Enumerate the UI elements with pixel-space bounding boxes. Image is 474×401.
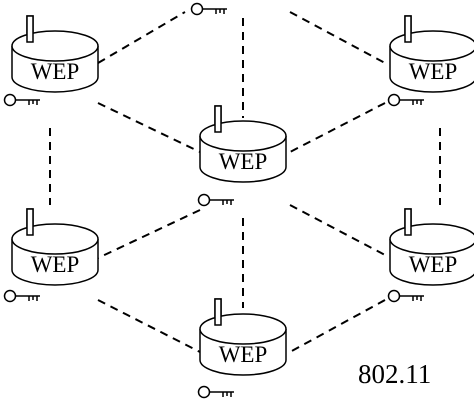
key-icon <box>197 385 235 399</box>
access-point-bottom: WEP <box>197 298 287 399</box>
antenna-icon <box>404 15 412 43</box>
protocol-caption: 802.11 <box>358 359 431 389</box>
link-center-midright <box>289 204 386 256</box>
wep-label: WEP <box>219 149 268 174</box>
link-topright-center <box>289 102 386 153</box>
access-point-top <box>199 120 287 152</box>
antenna-icon <box>26 15 34 43</box>
access-point-center: WEP <box>197 105 287 207</box>
access-point-top-left: WEP <box>3 15 99 107</box>
wep-label: WEP <box>31 252 80 277</box>
link-topleft-topkey <box>97 11 186 64</box>
access-point-mid-left: WEP <box>3 208 99 303</box>
access-point-top <box>11 30 99 62</box>
link-midright-bottom <box>289 299 386 353</box>
key-icon <box>197 193 235 207</box>
key-icon <box>387 93 425 107</box>
access-point-top <box>11 223 99 255</box>
antenna-icon <box>404 208 412 236</box>
wep-label: WEP <box>409 59 458 84</box>
wep-label: WEP <box>31 59 80 84</box>
key-icon <box>3 93 41 107</box>
wep-label: WEP <box>409 252 458 277</box>
connection-lines <box>49 11 441 353</box>
access-point-mid-right: WEP <box>387 208 474 303</box>
key-icon <box>3 289 41 303</box>
antenna-icon <box>214 298 222 326</box>
access-point-top <box>199 313 287 345</box>
link-topleft-center <box>97 102 201 153</box>
link-topkey-topright <box>289 11 386 64</box>
key-icon <box>387 289 425 303</box>
antenna-icon <box>26 208 34 236</box>
key-icon <box>190 2 228 16</box>
access-point-top <box>389 223 474 255</box>
link-center-midleft <box>97 209 201 259</box>
access-point-top-right: WEP <box>387 15 474 107</box>
access-point-top <box>389 30 474 62</box>
link-midleft-bottom <box>97 299 201 353</box>
wep-label: WEP <box>219 342 268 367</box>
antenna-icon <box>214 105 222 133</box>
